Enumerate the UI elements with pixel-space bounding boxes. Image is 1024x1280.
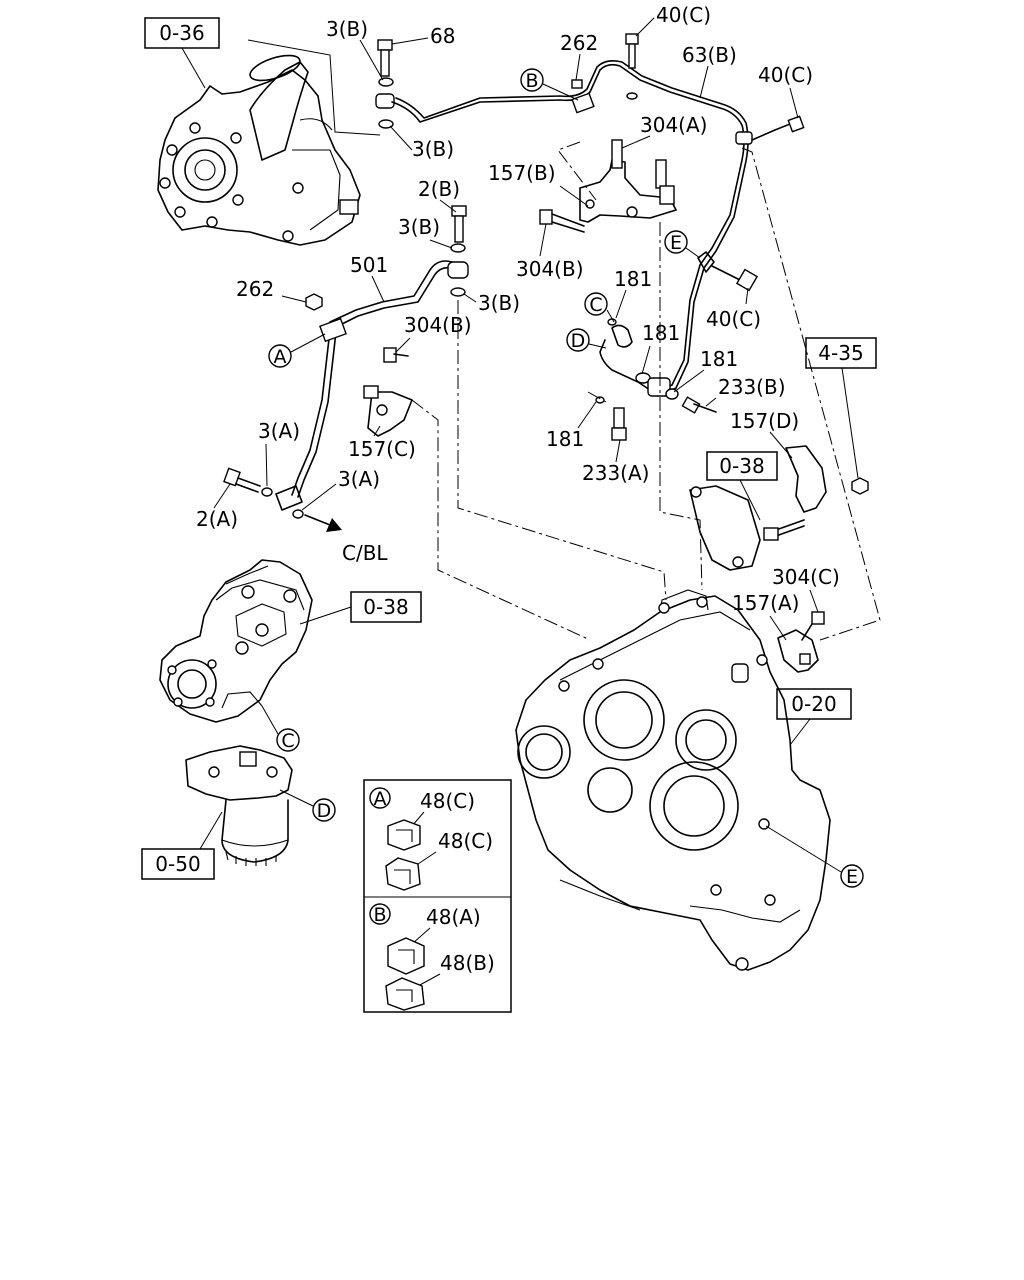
label-2b: 2(B) [418, 177, 460, 201]
ref-box-0-38-bracket[interactable]: 0-38 [706, 451, 778, 481]
label-3b-right: 3(B) [478, 291, 520, 315]
label-3b-mid: 3(B) [412, 137, 454, 161]
turbo-housing [157, 54, 361, 246]
callout-b[interactable]: B [520, 68, 544, 92]
callout-d-filter[interactable]: D [312, 798, 336, 822]
oil-pipe-63b [391, 63, 745, 393]
legend-b-top-label: 48(A) [426, 905, 481, 929]
bracket-157d [763, 445, 869, 541]
banjo-bolt-2b [447, 205, 469, 297]
ref-box-0-50[interactable]: 0-50 [141, 848, 215, 880]
bolt-40c-top [625, 33, 639, 100]
label-262-left: 262 [236, 277, 274, 301]
label-304c: 304(C) [772, 565, 840, 589]
callout-c-compressor[interactable]: C [276, 728, 300, 752]
fitting-40c-lower [697, 251, 759, 292]
bracket-157c [363, 347, 413, 437]
svg-text:E: E [670, 232, 682, 254]
svg-text:A: A [374, 788, 387, 810]
label-68: 68 [430, 24, 455, 48]
legend-a-top-label: 48(C) [420, 789, 475, 813]
label-181-b: 181 [642, 321, 680, 345]
label-3a-right: 3(A) [338, 467, 380, 491]
label-c-bl: C/BL [342, 541, 388, 565]
label-63b: 63(B) [682, 43, 737, 67]
label-181-a: 181 [614, 267, 652, 291]
svg-text:C: C [281, 730, 294, 752]
clamp-48c-bottom [385, 857, 421, 891]
label-157c: 157(C) [348, 437, 416, 461]
svg-text:4-35: 4-35 [818, 341, 863, 365]
label-157a: 157(A) [732, 591, 799, 615]
svg-text:C: C [589, 294, 602, 316]
label-3b-left: 3(B) [398, 215, 440, 239]
svg-text:0-50: 0-50 [155, 852, 200, 876]
arrow-c-bl [304, 514, 342, 532]
bolt-2a [223, 467, 304, 519]
svg-text:B: B [373, 904, 386, 926]
label-304a: 304(A) [640, 113, 707, 137]
bracket-157b [579, 139, 677, 223]
label-304b-right: 304(B) [516, 257, 584, 281]
svg-text:0-38: 0-38 [363, 595, 408, 619]
ref-box-0-38-compressor[interactable]: 0-38 [350, 591, 422, 623]
legend-a-callout[interactable]: A [369, 787, 391, 810]
clamp-48a [387, 937, 425, 975]
label-181-c: 181 [700, 347, 738, 371]
label-233a: 233(A) [582, 461, 649, 485]
legend-b-bottom-label: 48(B) [440, 951, 495, 975]
svg-text:A: A [274, 346, 287, 368]
label-2a: 2(A) [196, 507, 238, 531]
clamp-48c-top [387, 819, 421, 851]
ref-box-0-20[interactable]: 0-20 [776, 688, 852, 720]
legend-b-callout[interactable]: B [369, 903, 391, 926]
banjo-bolt-68 [375, 39, 395, 129]
label-40c-top: 40(C) [656, 3, 711, 27]
bracket-0-38 [689, 485, 761, 571]
callout-d-top[interactable]: D [566, 328, 590, 352]
part-labels: 3(B) 68 3(B) 2(B) 3(B) 3(B) 501 262 304(… [196, 3, 840, 641]
callout-e-top[interactable]: E [664, 230, 688, 254]
label-40c-lower: 40(C) [706, 307, 761, 331]
clamp-48b [385, 977, 425, 1011]
ref-box-0-36[interactable]: 0-36 [144, 17, 220, 49]
assembly-lines [411, 141, 881, 641]
svg-text:D: D [317, 800, 332, 822]
label-262-top: 262 [560, 31, 598, 55]
callout-c-top[interactable]: C [584, 292, 608, 316]
svg-text:D: D [571, 330, 586, 352]
clamp-b [571, 79, 595, 114]
label-157d: 157(D) [730, 409, 799, 433]
label-181-d: 181 [546, 427, 584, 451]
label-3a-top: 3(A) [258, 419, 300, 443]
svg-text:0-20: 0-20 [791, 692, 836, 716]
label-233b: 233(B) [718, 375, 786, 399]
air-compressor [159, 559, 313, 723]
nut-262-left [305, 293, 323, 311]
bracket-157a [777, 611, 825, 673]
ref-box-4-35[interactable]: 4-35 [805, 337, 877, 369]
svg-text:B: B [525, 70, 538, 92]
svg-text:E: E [846, 866, 858, 888]
callout-a[interactable]: A [268, 344, 292, 368]
svg-text:0-36: 0-36 [159, 21, 204, 45]
label-304b-left: 304(B) [404, 313, 472, 337]
label-3b-top: 3(B) [326, 17, 368, 41]
bolt-304b-right [539, 209, 585, 233]
clamp-legend: A 48(C) 48(C) B 48(A) 48(B) [363, 779, 512, 1013]
fitting-40c-right [735, 115, 805, 145]
gear-case-housing [515, 589, 831, 971]
label-157b: 157(B) [488, 161, 556, 185]
label-501: 501 [350, 253, 388, 277]
legend-a-bottom-label: 48(C) [438, 829, 493, 853]
label-40c-right: 40(C) [758, 63, 813, 87]
oil-filter [185, 745, 293, 866]
callout-e-housing[interactable]: E [840, 864, 864, 888]
svg-text:0-38: 0-38 [719, 454, 764, 478]
